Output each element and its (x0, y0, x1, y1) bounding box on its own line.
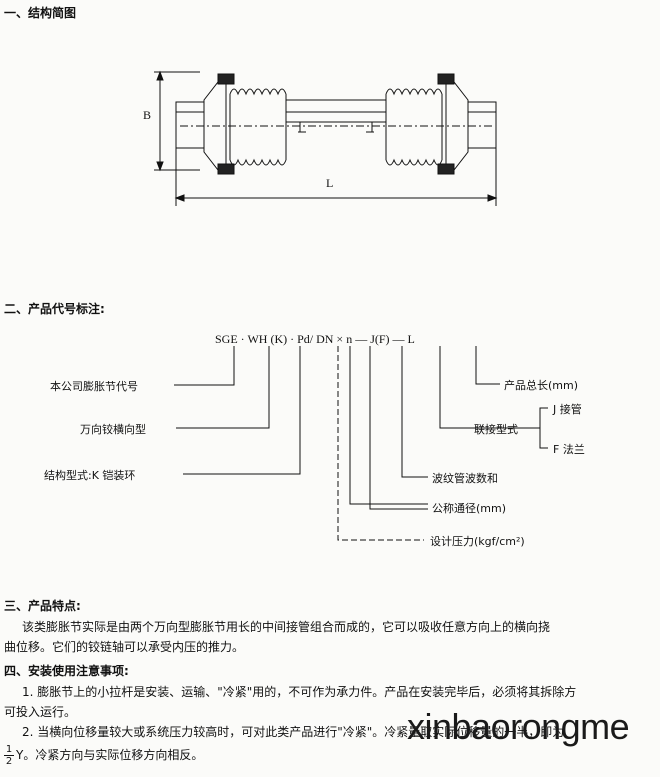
section3-title: 三、产品特点: (4, 599, 81, 613)
label-company-code: 本公司膨胀节代号 (50, 380, 138, 393)
label-f-flange: F 法兰 (553, 443, 585, 456)
section1-title: 一、结构简图 (4, 6, 77, 20)
label-universal-type: 万向铰横向型 (80, 423, 146, 436)
section4-title: 四、安装使用注意事项: (4, 664, 129, 678)
label-total-length: 产品总长(mm) (504, 379, 579, 392)
section4-line2: 可投入运行。 (4, 705, 77, 719)
label-wave-count: 波纹管波数和 (432, 472, 498, 485)
section3-line2: 曲位移。它们的铰链轴可以承受内压的推力。 (4, 640, 245, 654)
label-connection: 联接型式 (474, 423, 518, 436)
label-pressure: 设计压力(kgf/cm²) (430, 535, 525, 548)
code-leader-lines (174, 346, 548, 541)
section4-line3: 2. 当横向位移量较大或系统压力较高时，可对此类产品进行"冷紧"。冷紧量取实际位… (22, 725, 565, 739)
section4-line4: Y。冷紧方向与实际位移方向相反。 (16, 748, 204, 762)
structure-diagram (154, 70, 498, 206)
product-code: SGE · WH (K) · Pd/ DN × n — J(F) — L (215, 332, 415, 346)
label-j-pipe: J 接管 (553, 403, 582, 416)
label-structure: 结构型式:K 铠装环 (44, 469, 136, 482)
fraction-half: 1 2 (4, 744, 14, 767)
watermark-text: xinbaorongme (407, 706, 630, 747)
dimension-l-label: L (326, 176, 334, 190)
fraction-denominator: 2 (5, 756, 13, 767)
section4-line1: 1. 膨胀节上的小拉杆是安装、运输、"冷紧"用的，不可作为承力件。产品在安装完毕… (22, 685, 577, 699)
dimension-b-label: B (143, 108, 152, 122)
label-nominal-dia: 公称通径(mm) (432, 502, 507, 515)
section3-line1: 该类膨胀节实际是由两个万向型膨胀节用长的中间接管组合而成的，它可以吸收任意方向上… (22, 620, 551, 634)
fraction-numerator: 1 (4, 744, 14, 756)
section2-title: 二、产品代号标注: (4, 302, 105, 316)
